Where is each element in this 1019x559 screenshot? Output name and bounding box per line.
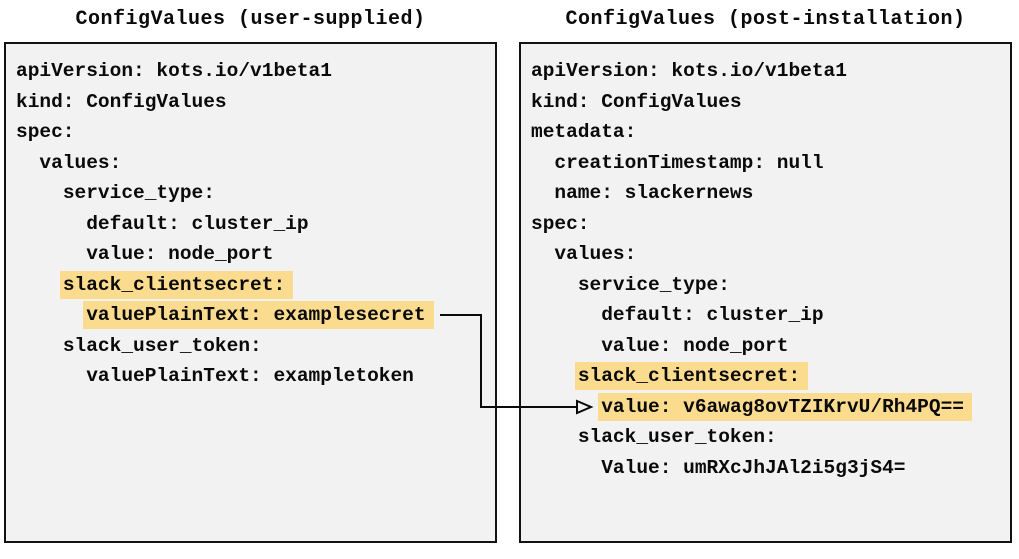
code-line-highlighted-value: value: v6awag8ovTZIKrvU/Rh4PQ== — [531, 392, 1000, 423]
code-line: values: — [39, 151, 122, 174]
right-panel-title: ConfigValues (post-installation) — [565, 8, 966, 31]
code-line: service_type: — [62, 182, 215, 204]
left-panel-title: ConfigValues (user-supplied) — [75, 8, 426, 31]
code-line: apiVersion: kots.io/v1beta1 — [16, 60, 332, 82]
code-line: default: cluster_ip — [601, 304, 824, 326]
highlighted-config-key: slack_clientsecret: — [574, 362, 809, 390]
code-line: Value: umRXcJhJAl2i5g3jS4= — [601, 456, 906, 479]
code-line: valuePlainText: exampletoken — [86, 365, 414, 387]
code-line: apiVersion: kots.io/v1beta1 — [531, 60, 847, 82]
highlighted-config-value: value: v6awag8ovTZIKrvU/Rh4PQ== — [598, 392, 972, 421]
highlighted-config-value: valuePlainText: examplesecret — [83, 301, 434, 329]
post-installation-config-panel: apiVersion: kots.io/v1beta1 kind: Config… — [519, 42, 1012, 543]
highlighted-config-key: slack_clientsecret: — [59, 270, 294, 299]
code-line: name: slackernews — [554, 182, 754, 204]
code-line: kind: ConfigValues — [531, 90, 742, 113]
code-line: spec: — [531, 212, 590, 235]
code-line: creationTimestamp: null — [554, 151, 824, 174]
code-line: metadata: — [531, 121, 637, 143]
code-line: slack_user_token: — [577, 426, 777, 448]
code-line-highlighted-key: slack_clientsecret: — [531, 361, 1000, 392]
code-line: kind: ConfigValues — [16, 90, 227, 113]
user-supplied-config-panel: apiVersion: kots.io/v1beta1 kind: Config… — [4, 42, 497, 543]
code-line: spec: — [16, 121, 75, 143]
code-line: value: node_port — [86, 243, 274, 265]
code-line: slack_user_token: — [62, 334, 262, 357]
code-line-highlighted-value: valuePlainText: examplesecret — [16, 300, 485, 331]
code-line: default: cluster_ip — [86, 212, 309, 235]
code-line: value: node_port — [601, 334, 789, 357]
code-line-highlighted-key: slack_clientsecret: — [16, 270, 485, 301]
code-line: values: — [554, 243, 637, 265]
code-line: service_type: — [577, 273, 730, 296]
